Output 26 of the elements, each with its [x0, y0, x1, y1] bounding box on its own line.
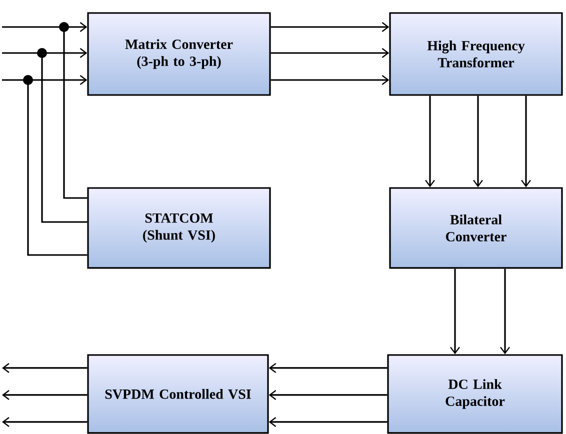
block-box: STATCOM (Shunt VSI)	[87, 187, 271, 269]
arrow	[500, 268, 510, 354]
arrow	[268, 417, 388, 427]
arrow	[521, 96, 531, 188]
arrow	[270, 75, 390, 85]
arrow	[450, 268, 460, 354]
arrow	[2, 22, 88, 32]
arrow	[473, 96, 483, 188]
block-box: High Frequency Transformer	[389, 12, 563, 96]
arrow	[268, 390, 388, 400]
arrow	[268, 363, 388, 373]
arrow	[2, 48, 88, 58]
arrow	[2, 417, 88, 427]
arrow	[2, 363, 88, 373]
block-box: SVPDM Controlled VSI	[87, 354, 269, 434]
junction-line	[59, 22, 88, 199]
arrow	[2, 390, 88, 400]
junction-line	[23, 75, 88, 256]
block-box: Matrix Converter (3-ph to 3-ph)	[87, 12, 271, 96]
block-box: DC Link Capacitor	[387, 354, 563, 434]
arrow	[2, 75, 88, 85]
block-box: Bilateral Converter	[389, 187, 563, 269]
arrow	[270, 48, 390, 58]
arrow	[425, 96, 435, 188]
junction-line	[37, 48, 88, 223]
arrow	[270, 22, 390, 32]
